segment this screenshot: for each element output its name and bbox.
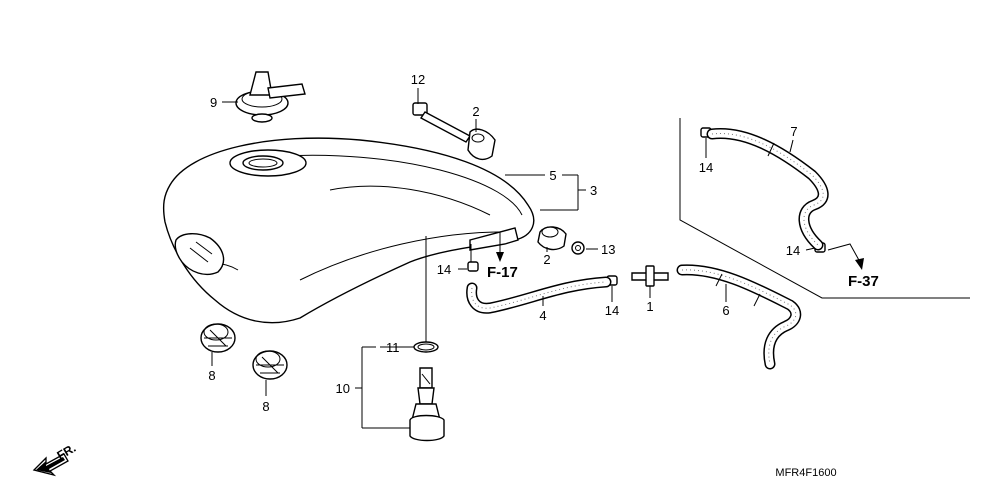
hose-4 bbox=[466, 276, 612, 314]
callout-14-c: 14 bbox=[699, 160, 713, 175]
callout-8-a: 8 bbox=[208, 368, 215, 383]
ref-f17: F-17 bbox=[487, 264, 518, 281]
callout-7: 7 bbox=[790, 124, 797, 139]
callout-8-b: 8 bbox=[262, 399, 269, 414]
nut-13 bbox=[571, 241, 585, 255]
front-direction-arrow-icon bbox=[32, 453, 69, 477]
leader-lines bbox=[211, 88, 970, 429]
hose-6 bbox=[676, 264, 802, 370]
collar-lower bbox=[537, 226, 567, 251]
callout-6: 6 bbox=[722, 303, 729, 318]
o-ring-11 bbox=[413, 341, 439, 353]
callout-14-b: 14 bbox=[605, 303, 619, 318]
callout-1: 1 bbox=[646, 299, 653, 314]
fuel-valve-10 bbox=[409, 367, 445, 442]
callout-14-a: 14 bbox=[437, 262, 451, 277]
callout-14-d: 14 bbox=[786, 243, 800, 258]
callout-5: 5 bbox=[549, 168, 556, 183]
rubber-mount-8-a bbox=[200, 323, 236, 353]
callout-11: 11 bbox=[386, 340, 400, 355]
ref-f37: F-37 bbox=[848, 273, 879, 290]
callout-2-upper: 2 bbox=[472, 104, 479, 119]
collar-upper bbox=[467, 128, 496, 161]
callout-4: 4 bbox=[539, 308, 546, 323]
rubber-mount-8-b bbox=[252, 350, 288, 380]
fuel-tank bbox=[162, 137, 535, 324]
bolt-12 bbox=[412, 102, 472, 143]
fuel-cap bbox=[235, 71, 306, 123]
callout-9: 9 bbox=[210, 95, 217, 110]
callout-12: 12 bbox=[411, 72, 425, 87]
callout-2-lower: 2 bbox=[543, 252, 550, 267]
joint-1 bbox=[631, 265, 669, 287]
callout-13: 13 bbox=[601, 242, 615, 257]
hose-7 bbox=[706, 127, 829, 251]
callout-10: 10 bbox=[336, 381, 350, 396]
callout-3: 3 bbox=[590, 183, 597, 198]
clip-14-a bbox=[467, 261, 479, 272]
diagram-code: MFR4F1600 bbox=[775, 467, 836, 479]
